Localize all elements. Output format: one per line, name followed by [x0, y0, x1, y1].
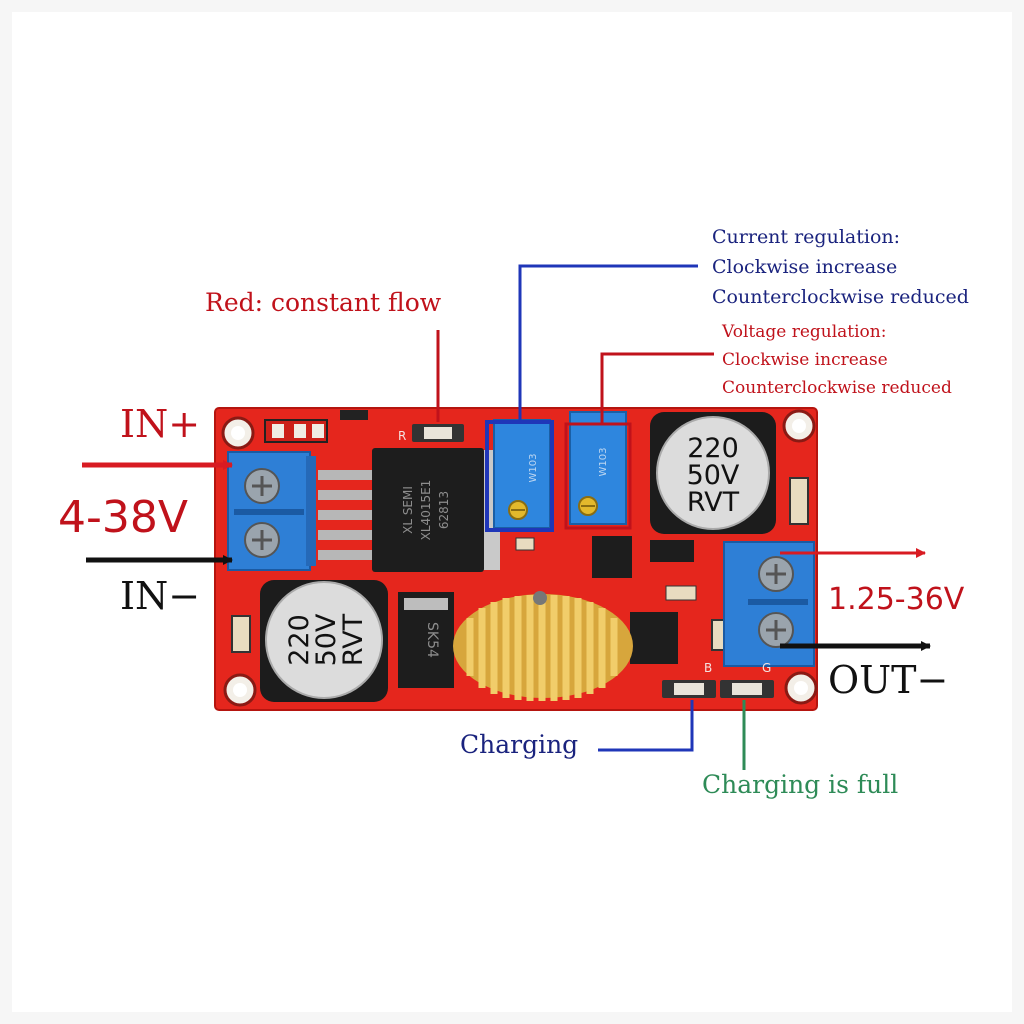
leader-charging — [598, 700, 694, 752]
pot-marking-current: W103 — [528, 454, 539, 483]
current-regulation-line3: Counterclockwise reduced — [712, 286, 969, 308]
toroid-inductor — [453, 591, 633, 701]
capacitor-right: 220 50V RVT — [650, 412, 776, 534]
capacitor-left-line2: 50V — [311, 613, 342, 666]
ic-marking-line2: XL4015E1 — [419, 480, 433, 541]
pot-marking-voltage: W103 — [598, 448, 609, 477]
label-output-voltage: 1.25-36V — [828, 582, 965, 617]
label-in-minus: IN− — [120, 574, 201, 618]
voltage-regulation-line2: Clockwise increase — [722, 350, 888, 370]
current-regulation-line2: Clockwise increase — [712, 256, 898, 278]
label-current-regulation: Current regulation: Clockwise increase C… — [712, 222, 969, 312]
capacitor-right-line1: 220 — [687, 433, 739, 464]
capacitor-right-line2: 50V — [687, 460, 740, 491]
leader-voltage-regulation — [600, 352, 714, 424]
mounting-hole-bottom-right — [784, 671, 818, 705]
label-voltage-regulation: Voltage regulation: Clockwise increase C… — [722, 318, 952, 402]
silk-g: G — [762, 661, 771, 675]
input-terminal-block — [227, 451, 316, 571]
voltage-pot-highlight — [564, 422, 632, 530]
mounting-hole-top-left — [221, 416, 255, 450]
header-pads — [264, 410, 368, 443]
schottky-diode: SK54 — [398, 592, 454, 688]
voltage-regulation-line3: Counterclockwise reduced — [722, 378, 952, 398]
charging-led: B — [662, 661, 716, 698]
smd-components — [231, 477, 809, 664]
ic-marking-line3: 62813 — [437, 491, 451, 529]
current-regulation-line1: Current regulation: — [712, 226, 901, 248]
label-in-plus: IN+ — [120, 402, 201, 446]
label-input-voltage: 4-38V — [58, 492, 188, 543]
leader-current-regulation — [518, 264, 698, 424]
capacitor-left: 220 50V RVT — [260, 580, 388, 702]
label-red-constant-flow: Red: constant flow — [205, 288, 442, 317]
silk-r: R — [398, 429, 406, 443]
capacitor-left-line1: 220 — [284, 614, 315, 666]
diode-marking: SK54 — [424, 622, 440, 658]
capacitor-left-line3: RVT — [338, 613, 369, 666]
voltage-regulation-line1: Voltage regulation: — [722, 322, 887, 342]
red-led: R — [398, 424, 464, 443]
label-charging-full: Charging is full — [702, 770, 899, 799]
current-potentiometer: W103 — [493, 419, 551, 529]
capacitor-right-line3: RVT — [687, 487, 740, 518]
label-out-minus: OUT− — [828, 658, 949, 702]
silk-b: B — [704, 661, 712, 675]
full-led: G — [720, 661, 774, 698]
voltage-potentiometer: W103 — [569, 411, 627, 525]
mounting-hole-top-right — [782, 409, 816, 443]
output-terminal-block — [723, 541, 815, 667]
label-charging: Charging — [460, 730, 579, 759]
ic-marking-line1: XL SEMI — [401, 486, 415, 534]
mounting-hole-bottom-left — [223, 673, 257, 707]
